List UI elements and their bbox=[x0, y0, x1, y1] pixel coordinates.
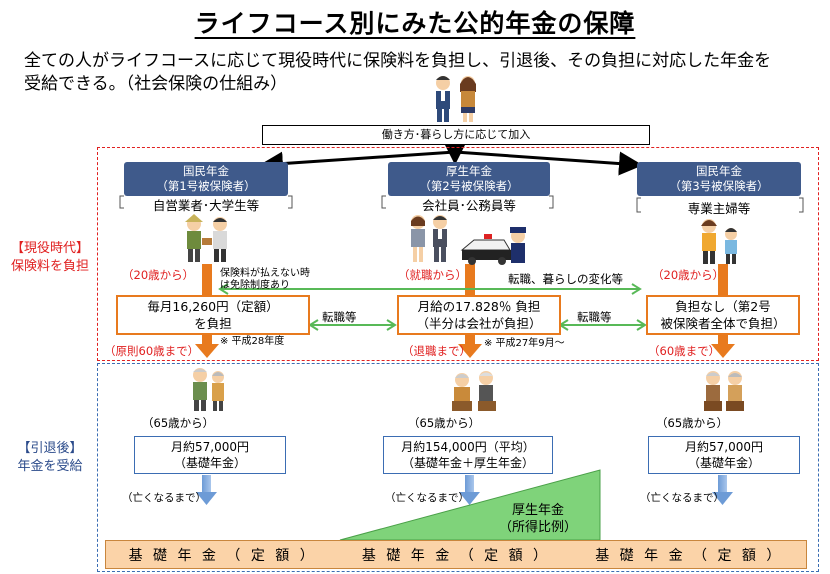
type-col1: 自営業者･大学生等 bbox=[152, 198, 260, 213]
end-age-col2: （退職まで） bbox=[402, 344, 471, 358]
transfer-right-label: 転職等 bbox=[577, 310, 612, 324]
elderly-couple-1 bbox=[193, 368, 224, 411]
side-label-working: 【現役時代】 保険料を負担 bbox=[4, 240, 96, 276]
self-employed-illustration bbox=[185, 214, 227, 262]
until-col3: （亡くなるまで） bbox=[640, 492, 724, 504]
kiso-label-2: 基 礎 年 金 （ 定 額 ） bbox=[361, 547, 551, 564]
benefit-col1-line1: 月約57,000円 bbox=[171, 440, 249, 454]
benefit-col2: 月約154,000円（平均） （基礎年金＋厚生年金） bbox=[383, 436, 553, 474]
intro-line-2: 受給できる。（社会保険の仕組み） bbox=[24, 74, 288, 94]
kousei-wedge-label: 厚生年金 （所得比例） bbox=[478, 502, 598, 536]
kousei-wedge-line1: 厚生年金 bbox=[511, 503, 564, 518]
premium-col3-line2: 被保険者全体で負担） bbox=[660, 316, 786, 331]
header-col2-line2: （第2号被保険者） bbox=[419, 179, 519, 193]
benefit-col3-line2: （基礎年金） bbox=[687, 456, 760, 470]
end-age-col3: （60歳まで） bbox=[648, 344, 721, 358]
start-age-col3: （20歳から） bbox=[652, 268, 725, 282]
exemption-note: 保険料が払えない時 は免除制度あり bbox=[220, 268, 330, 292]
transfer-left-label: 転職等 bbox=[322, 310, 357, 324]
working-period-region bbox=[97, 147, 819, 361]
kousei-wedge-line2: （所得比例） bbox=[498, 520, 577, 535]
premium-col2-line1: 月給の17.828％ 負担 bbox=[417, 299, 541, 314]
benefit-col2-line2: （基礎年金＋厚生年金） bbox=[401, 456, 534, 470]
kiso-label-1: 基 礎 年 金 （ 定 額 ） bbox=[128, 547, 317, 564]
arrow-to-col3 bbox=[454, 150, 643, 176]
employee-illustration bbox=[411, 215, 526, 265]
benefit-col1: 月約57,000円 （基礎年金） bbox=[134, 436, 286, 474]
transfer-arrows bbox=[218, 283, 647, 331]
premium-col3: 負担なし（第2号 被保険者全体で負担） bbox=[646, 295, 800, 335]
benefit-age-col2: （65歳から） bbox=[408, 416, 481, 430]
retirement-region bbox=[97, 363, 819, 572]
benefit-age-col3: （65歳から） bbox=[656, 416, 729, 430]
premium-col2: 月給の17.828％ 負担 （半分は会社が負担） bbox=[397, 295, 561, 335]
header-col1-line1: 国民年金 bbox=[183, 164, 229, 178]
side-working-line-2: 保険料を負担 bbox=[10, 259, 89, 274]
until-col1: （亡くなるまで） bbox=[122, 492, 206, 504]
premium-note-col2: ※ 平成27年9月～ bbox=[484, 338, 565, 349]
premium-col1-line1: 毎月16,260円（定額） bbox=[147, 299, 279, 314]
type-col2: 会社員･公務員等 bbox=[422, 198, 516, 213]
side-label-retired: 【引退後】 年金を受給 bbox=[4, 440, 96, 476]
premium-col3-line1: 負担なし（第2号 bbox=[675, 299, 771, 314]
side-working-line-1: 【現役時代】 bbox=[10, 241, 89, 256]
header-col3: 国民年金 （第3号被保険者） bbox=[637, 162, 801, 196]
premium-col1: 毎月16,260円（定額） を負担 bbox=[116, 295, 310, 335]
intro-line-1: 全ての人がライフコースに応じて現役時代に保険料を負担し、引退後、その負担に対応し… bbox=[24, 51, 772, 71]
side-retired-line-1: 【引退後】 bbox=[17, 441, 83, 456]
intro-text: 全ての人がライフコースに応じて現役時代に保険料を負担し、引退後、その負担に対応し… bbox=[24, 50, 814, 96]
benefit-col2-line1: 月約154,000円（平均） bbox=[401, 440, 535, 454]
header-col2-line1: 厚生年金 bbox=[446, 164, 492, 178]
start-age-col2: （就職から） bbox=[398, 268, 467, 282]
join-label-box: 働き方･暮らし方に応じて加入 bbox=[262, 125, 650, 145]
benefit-col3: 月約57,000円 （基礎年金） bbox=[648, 436, 800, 474]
couple-illustration bbox=[436, 76, 476, 122]
side-retired-line-2: 年金を受給 bbox=[17, 459, 83, 474]
header-col3-line1: 国民年金 bbox=[696, 164, 742, 178]
premium-col2-line2: （半分は会社が負担） bbox=[416, 316, 542, 331]
orange-arrows bbox=[195, 264, 735, 358]
kiso-label-3: 基 礎 年 金 （ 定 額 ） bbox=[595, 547, 784, 564]
elderly-couple-2 bbox=[452, 371, 496, 411]
until-col2: （亡くなるまで） bbox=[385, 492, 469, 504]
header-col1-line2: （第1号被保険者） bbox=[156, 179, 256, 193]
type-col3: 専業主婦等 bbox=[687, 201, 751, 216]
header-col1: 国民年金 （第1号被保険者） bbox=[124, 162, 288, 196]
benefit-age-col1: （65歳から） bbox=[142, 416, 215, 430]
benefit-col3-line1: 月約57,000円 bbox=[685, 440, 763, 454]
premium-col1-line2: を負担 bbox=[194, 316, 232, 331]
arrow-to-col1 bbox=[259, 150, 456, 176]
kiso-pension-bar: 基 礎 年 金 （ 定 額 ） 基 礎 年 金 （ 定 額 ） 基 礎 年 金 … bbox=[105, 540, 807, 569]
header-col2: 厚生年金 （第2号被保険者） bbox=[388, 162, 550, 196]
elderly-couple-3 bbox=[704, 371, 744, 411]
page-title: ライフコース別にみた公的年金の保障 bbox=[194, 9, 636, 38]
start-age-col1: （20歳から） bbox=[122, 268, 195, 282]
blue-arrows bbox=[196, 475, 733, 505]
transfer-top-label: 転職、暮らしの変化等 bbox=[508, 272, 623, 286]
homemaker-illustration bbox=[701, 219, 737, 264]
exemption-note-line1: 保険料が払えない時 bbox=[220, 268, 310, 279]
premium-note-col1: ※ 平成28年度 bbox=[220, 336, 285, 347]
header-col3-line2: （第3号被保険者） bbox=[669, 179, 769, 193]
end-age-col1: （原則60歳まで） bbox=[104, 344, 200, 358]
exemption-note-line2: は免除制度あり bbox=[220, 280, 290, 291]
benefit-col1-line2: （基礎年金） bbox=[173, 456, 246, 470]
